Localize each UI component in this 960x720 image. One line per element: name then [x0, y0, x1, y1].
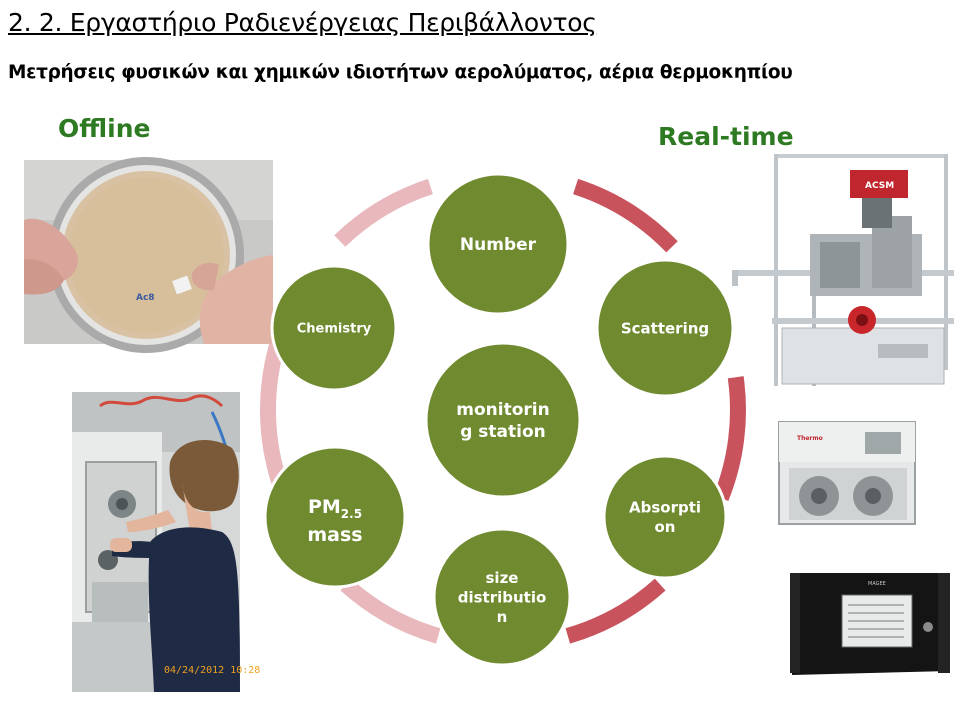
- node-chemistry: Chemistry: [270, 264, 398, 392]
- pm-label-line1: PM2.5: [308, 496, 362, 521]
- arc-absorption-size: [565, 578, 666, 644]
- thermo-analyzer-photo: Thermo: [775, 418, 919, 528]
- slide-title: 2. 2. Εργαστήριο Ραδιενέργειας Περιβάλλο…: [8, 8, 597, 37]
- node-number-circle: [426, 172, 570, 316]
- slide-subtitle: Μετρήσεις φυσικών και χημικών ιδιοτήτων …: [8, 62, 793, 83]
- node-size-distribution-circle: [432, 527, 572, 667]
- node-scattering-circle: [595, 258, 735, 398]
- node-pm25-mass-circle: [263, 445, 407, 589]
- node-chemistry-label: Chemistry: [297, 322, 372, 337]
- node-size-distribution-label: size: [486, 569, 519, 587]
- node-number: Number: [426, 172, 570, 316]
- filter-brand-text: Ac8: [136, 293, 155, 303]
- acsm-label: ACSM: [865, 181, 894, 191]
- realtime-label: Real-time: [658, 122, 794, 151]
- pm-label-line2: mass: [307, 524, 362, 546]
- photo-datestamp: 04/24/2012 10:28: [164, 665, 260, 676]
- node-absorption-circle: [602, 454, 728, 580]
- node-scattering: Scattering: [595, 258, 735, 398]
- node-pm25-mass: PM2.5 mass: [263, 445, 407, 589]
- lab-worker-photo: 04/24/2012 10:28: [72, 392, 260, 692]
- node-chemistry-circle: [270, 264, 398, 392]
- node-size-distribution-label: n: [497, 608, 508, 626]
- node-number-label: Number: [460, 235, 537, 255]
- node-monitoring-station-circle: [424, 341, 582, 499]
- node-monitoring-station-label: monitorin: [456, 400, 549, 420]
- arc-chemistry-number: [334, 178, 433, 247]
- node-scattering-label: Scattering: [621, 319, 709, 337]
- filter-photo: Ac8: [24, 157, 273, 353]
- arc-size-pm: [340, 578, 441, 644]
- magee-label: MAGEE: [868, 581, 886, 587]
- cycle-nodes: NumberScatteringAbsorptionsizedistributi…: [263, 172, 735, 667]
- arc-number-scattering: [573, 178, 678, 253]
- arc-scattering-absorption: [713, 376, 746, 501]
- node-size-distribution-label: distributio: [458, 588, 547, 606]
- node-absorption-label: Absorpti: [629, 499, 701, 517]
- thermo-label: Thermo: [797, 435, 823, 442]
- magee-aethalometer-photo: MAGEE: [788, 565, 952, 678]
- acsm-instrument-photo: ACSM: [732, 150, 954, 390]
- node-monitoring-station-label: g station: [460, 422, 546, 442]
- offline-label: Offline: [58, 114, 151, 143]
- node-absorption-label: on: [655, 518, 676, 536]
